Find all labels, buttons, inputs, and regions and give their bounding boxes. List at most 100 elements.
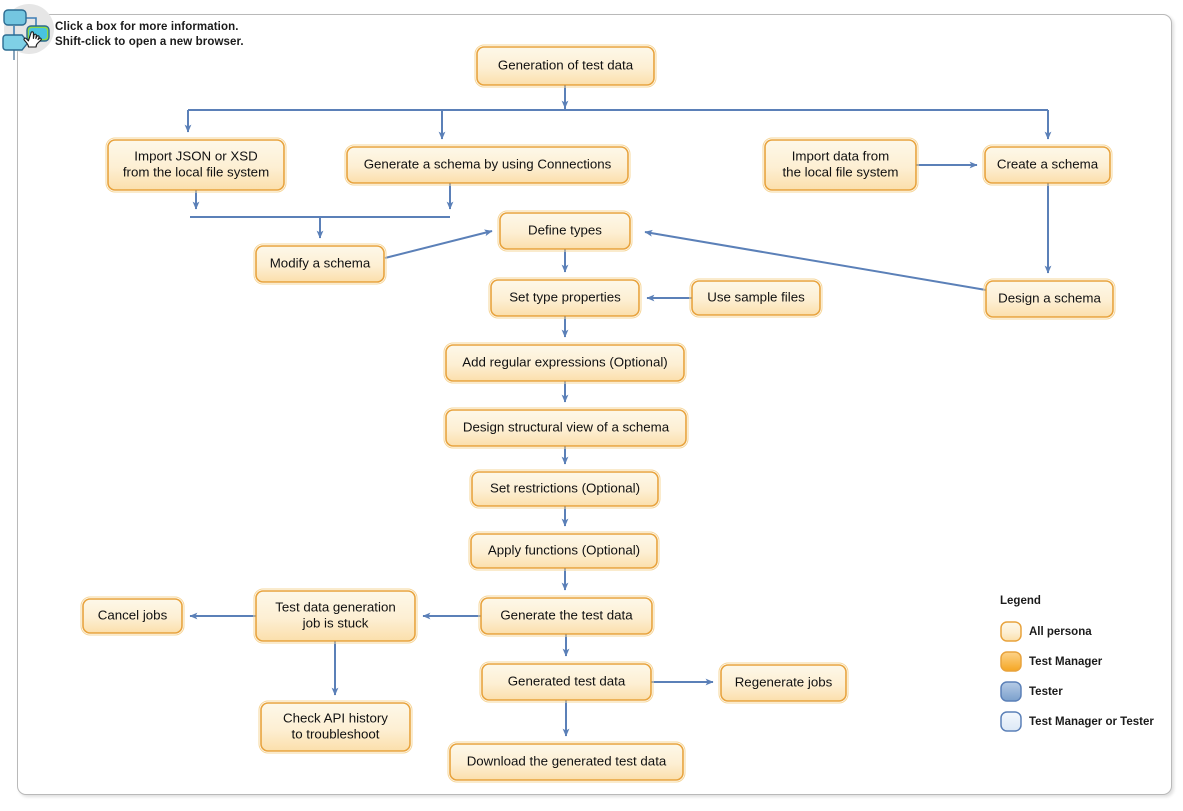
flow-node-generate-schema-using-connections[interactable]: Generate a schema by using Connections <box>344 144 631 186</box>
node-label: Apply functions (Optional) <box>488 543 640 558</box>
node-box[interactable] <box>984 146 1111 184</box>
node-label: Generated test data <box>508 674 626 689</box>
node-halo <box>258 700 413 754</box>
legend-item-all-persona: All persona <box>1000 621 1092 642</box>
node-box[interactable] <box>255 245 385 283</box>
node-halo <box>253 588 418 644</box>
node-label: Use sample files <box>707 290 805 305</box>
node-box[interactable] <box>260 702 411 752</box>
node-box[interactable] <box>764 139 917 191</box>
node-box[interactable] <box>720 664 847 702</box>
node-box[interactable] <box>499 212 631 250</box>
legend-item-test-manager-or-tester: Test Manager or Tester <box>1000 711 1154 732</box>
node-halo <box>443 407 689 449</box>
node-box[interactable] <box>445 409 687 447</box>
flow-node-design-a-schema[interactable]: Design a schema <box>983 278 1116 320</box>
node-label: the local file system <box>782 165 898 180</box>
flow-node-use-sample-files[interactable]: Use sample files <box>689 278 823 318</box>
node-box[interactable] <box>985 280 1114 318</box>
node-box[interactable] <box>476 46 655 86</box>
node-halo <box>344 144 631 186</box>
node-label: Import JSON or XSD <box>134 149 257 164</box>
node-label: Generate a schema by using Connections <box>364 157 612 172</box>
node-box[interactable] <box>82 598 183 634</box>
node-halo <box>447 741 686 783</box>
node-halo <box>468 531 660 571</box>
flow-node-download-the-generated-test-data[interactable]: Download the generated test data <box>447 741 686 783</box>
connector-design-to-define-types <box>644 229 987 291</box>
flow-node-set-type-properties[interactable]: Set type properties <box>488 277 642 319</box>
node-halo <box>105 137 287 193</box>
node-box[interactable] <box>691 280 821 316</box>
node-box[interactable] <box>481 663 652 701</box>
node-label: Design structural view of a schema <box>463 420 670 435</box>
node-box[interactable] <box>255 590 416 642</box>
node-label: Test data generation <box>275 600 396 615</box>
node-halo <box>718 662 849 704</box>
flow-node-apply-functions[interactable]: Apply functions (Optional) <box>468 531 660 571</box>
flow-node-regenerate-jobs[interactable]: Regenerate jobs <box>718 662 849 704</box>
node-halo <box>983 278 1116 320</box>
legend-item-tester: Tester <box>1000 681 1063 702</box>
node-label: to troubleshoot <box>292 727 380 742</box>
node-label: Set restrictions (Optional) <box>490 481 640 496</box>
node-halo <box>478 595 655 637</box>
flow-node-cancel-jobs[interactable]: Cancel jobs <box>80 596 185 636</box>
node-box[interactable] <box>445 344 685 382</box>
diagram-hand-cursor-icon <box>2 4 54 60</box>
legend-title: Legend <box>1000 595 1041 607</box>
node-box[interactable] <box>480 597 653 635</box>
node-box[interactable] <box>107 139 285 191</box>
legend-item-test-manager: Test Manager <box>1000 651 1103 672</box>
legend-label: Tester <box>1029 686 1063 698</box>
node-label: from the local file system <box>123 165 269 180</box>
legend-label: All persona <box>1029 626 1092 638</box>
node-label: Download the generated test data <box>467 754 667 769</box>
node-halo <box>253 243 387 285</box>
legend-swatch <box>1000 711 1022 732</box>
node-box[interactable] <box>449 743 684 781</box>
flow-node-create-a-schema[interactable]: Create a schema <box>982 144 1113 186</box>
connector-modify-to-define-types <box>384 229 493 259</box>
flow-node-generated-test-data[interactable]: Generated test data <box>479 661 654 703</box>
node-box[interactable] <box>470 533 658 569</box>
legend-swatch <box>1000 621 1022 642</box>
flow-node-generation-of-test-data[interactable]: Generation of test data <box>474 44 657 88</box>
node-halo <box>689 278 823 318</box>
flow-node-generate-the-test-data[interactable]: Generate the test data <box>478 595 655 637</box>
node-halo <box>497 210 633 252</box>
node-label: job is stuck <box>302 616 369 631</box>
node-label: Regenerate jobs <box>735 675 833 690</box>
node-halo <box>80 596 185 636</box>
flow-node-add-regular-expressions[interactable]: Add regular expressions (Optional) <box>443 342 687 384</box>
node-box[interactable] <box>471 471 659 507</box>
node-label: Modify a schema <box>270 256 371 271</box>
legend-label: Test Manager or Tester <box>1029 716 1154 728</box>
flow-node-design-structural-view[interactable]: Design structural view of a schema <box>443 407 689 449</box>
node-halo <box>488 277 642 319</box>
node-label: Design a schema <box>998 291 1101 306</box>
header-hint: Click a box for more information. Shift-… <box>55 20 475 50</box>
flow-node-define-types[interactable]: Define types <box>497 210 633 252</box>
connector-layer <box>184 85 1052 737</box>
flow-node-set-restrictions[interactable]: Set restrictions (Optional) <box>469 469 661 509</box>
flow-node-modify-a-schema[interactable]: Modify a schema <box>253 243 387 285</box>
node-halo <box>982 144 1113 186</box>
node-box[interactable] <box>490 279 640 317</box>
node-halo <box>474 44 657 88</box>
node-halo <box>762 137 919 193</box>
node-label: Generate the test data <box>500 608 633 623</box>
node-label: Add regular expressions (Optional) <box>462 355 667 370</box>
node-halo <box>479 661 654 703</box>
node-box[interactable] <box>346 146 629 184</box>
node-label: Generation of test data <box>498 58 634 73</box>
